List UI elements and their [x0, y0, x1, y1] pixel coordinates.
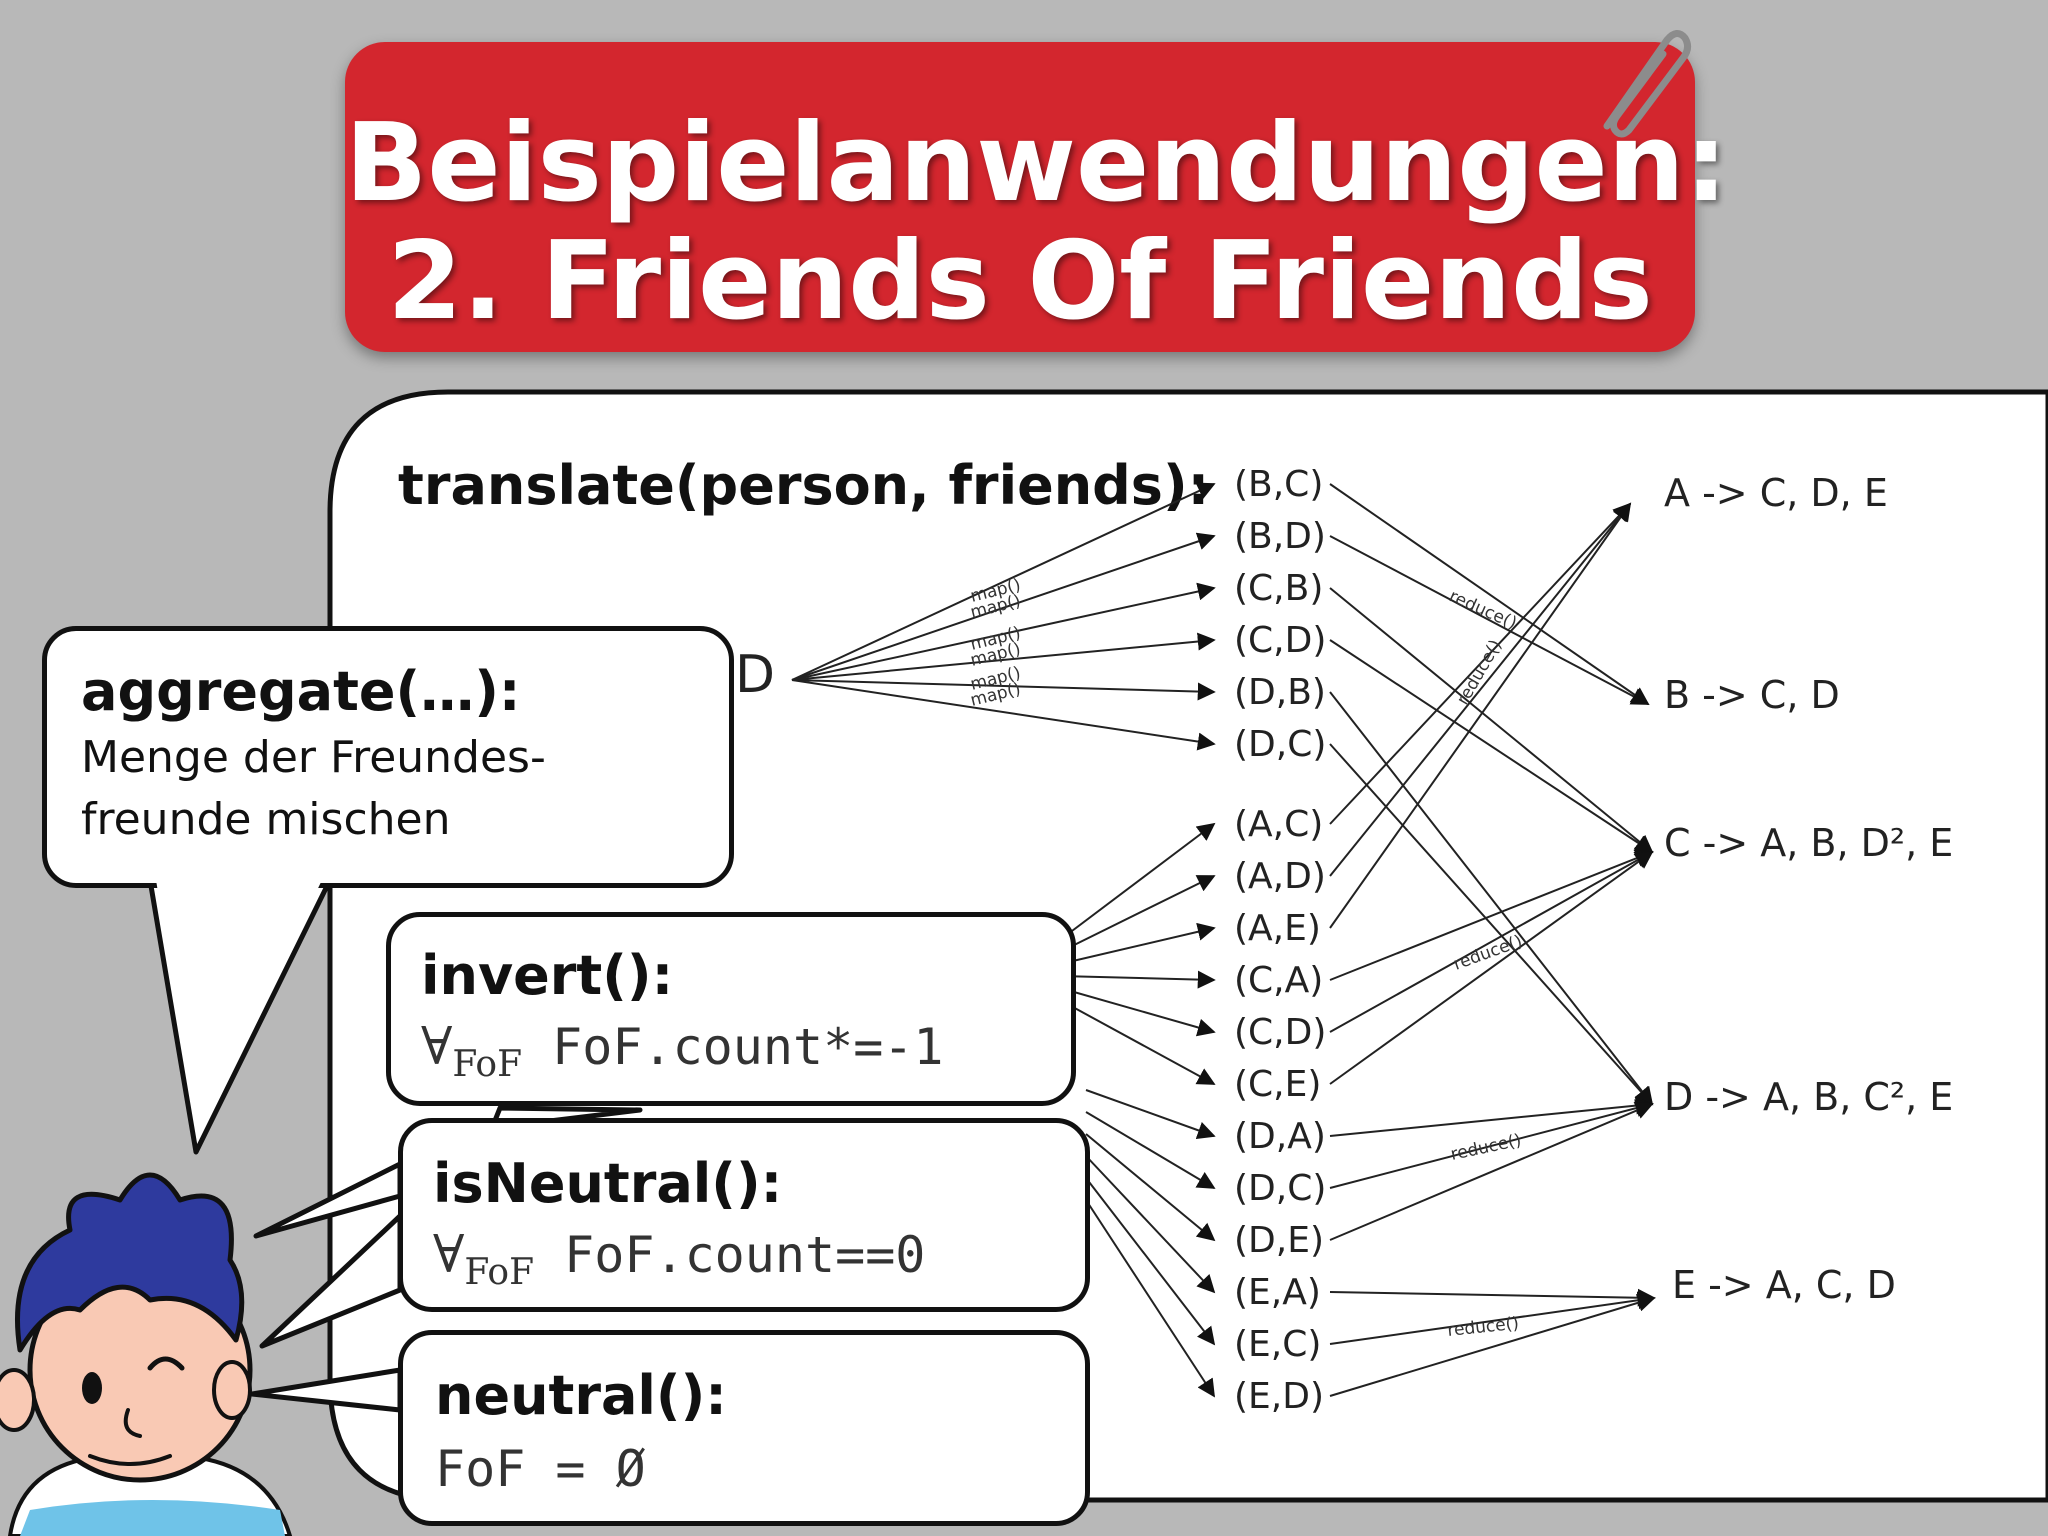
pair-label: (E,D) — [1234, 1376, 1324, 1417]
invert-formula: FoF.count*=-1 — [552, 1018, 944, 1076]
map-edge — [791, 679, 1216, 751]
reduce-edge — [1329, 1096, 1654, 1137]
result-label: D -> A, B, C², E — [1664, 1075, 1953, 1119]
reduce-edge — [1329, 1294, 1656, 1397]
title-banner: Beispielanwendungen: 2. Friends Of Frien… — [345, 42, 1728, 352]
isneutral-subscript: FoF — [464, 1252, 535, 1293]
reduce-edge — [1329, 1099, 1654, 1189]
invert-heading: invert(): — [421, 944, 674, 1007]
map-edge — [1059, 987, 1216, 1037]
map-edge — [1059, 922, 1216, 965]
pair-label: (E,C) — [1234, 1324, 1321, 1365]
result-label: E -> A, C, D — [1672, 1263, 1896, 1307]
reduce-edge — [1329, 851, 1654, 1033]
neutral-heading: neutral(): — [435, 1364, 727, 1427]
map-edge — [1085, 1111, 1216, 1189]
pair-label: (B,D) — [1234, 516, 1326, 557]
map-edge — [1059, 875, 1216, 953]
aggregate-bubble: aggregate(…): Menge der Freundes- freund… — [42, 626, 734, 888]
reduce-edge — [1329, 743, 1654, 1106]
invert-quantifier: ∀ — [421, 1017, 453, 1077]
isneutral-bubble: isNeutral(): ∀FoF FoF.count==0 — [398, 1118, 1090, 1312]
source-node-label: D — [735, 645, 775, 705]
result-label: A -> C, D, E — [1664, 471, 1888, 515]
pair-label: (D,E) — [1234, 1220, 1324, 1261]
map-edge — [791, 582, 1216, 681]
pair-label: (B,C) — [1234, 464, 1323, 505]
pair-label: (C,E) — [1234, 1064, 1321, 1105]
reduce-edge — [1329, 849, 1654, 981]
reduce-edge — [1329, 502, 1632, 877]
pair-label: (A,C) — [1234, 804, 1323, 845]
pair-label: (E,A) — [1234, 1272, 1321, 1313]
translate-heading: translate(person, friends): — [398, 454, 1210, 517]
pair-label: (D,B) — [1234, 672, 1326, 713]
isneutral-quantifier: ∀ — [433, 1225, 465, 1285]
reduce-edge — [1329, 587, 1654, 854]
pair-label: (D,C) — [1234, 1168, 1326, 1209]
invert-subscript: FoF — [452, 1044, 523, 1085]
map-edge — [1085, 1155, 1216, 1294]
pair-label: (C,D) — [1234, 620, 1326, 661]
pair-label: (A,E) — [1234, 908, 1321, 949]
map-edge — [791, 532, 1216, 681]
aggregate-line-2: freunde mischen — [81, 794, 451, 845]
reduce-edge — [1329, 639, 1654, 853]
reduce-edge — [1329, 483, 1650, 706]
result-label: B -> C, D — [1664, 673, 1840, 717]
isneutral-formula: FoF.count==0 — [564, 1226, 926, 1284]
map-edge — [1085, 1199, 1215, 1398]
invert-bubble: invert(): ∀FoF FoF.count*=-1 — [386, 912, 1076, 1106]
aggregate-heading: aggregate(…): — [81, 660, 521, 723]
isneutral-heading: isNeutral(): — [433, 1152, 783, 1215]
reduce-edge — [1329, 502, 1632, 825]
map-edge — [1085, 1133, 1216, 1242]
pair-label: (D,C) — [1234, 724, 1326, 765]
map-edge — [791, 679, 1216, 701]
title-line-2: 2. Friends Of Friends — [387, 219, 1653, 344]
pair-label: (D,A) — [1234, 1116, 1326, 1157]
cartoon-boy-avatar — [0, 1172, 293, 1536]
reduce-edge — [1329, 502, 1632, 929]
map-edge — [791, 482, 1216, 681]
pair-label: (C,B) — [1234, 568, 1323, 609]
pair-label: (C,D) — [1234, 1012, 1326, 1053]
map-edge — [1085, 1089, 1216, 1139]
aggregate-line-1: Menge der Freundes- — [81, 732, 546, 783]
pair-label: (C,A) — [1234, 960, 1323, 1001]
reduce-edge — [1329, 1102, 1654, 1241]
neutral-formula: FoF = Ø — [435, 1440, 646, 1498]
reduce-edge — [1329, 850, 1654, 1085]
paperclip-icon — [1603, 30, 1692, 138]
neutral-bubble: neutral(): FoF = Ø — [398, 1330, 1090, 1526]
map-edge — [791, 632, 1216, 681]
map-edge — [1059, 822, 1216, 941]
map-edge — [1059, 970, 1216, 989]
reduce-edge — [1329, 535, 1650, 705]
map-edge — [1085, 1177, 1216, 1346]
reduce-edge — [1329, 1291, 1656, 1345]
reduce-edge — [1329, 691, 1654, 1106]
result-label: C -> A, B, D², E — [1664, 821, 1953, 865]
pair-label: (A,D) — [1234, 856, 1326, 897]
title-line-1: Beispielanwendungen: — [345, 101, 1728, 226]
map-edge — [1059, 999, 1216, 1085]
reduce-edge — [1329, 1288, 1656, 1307]
